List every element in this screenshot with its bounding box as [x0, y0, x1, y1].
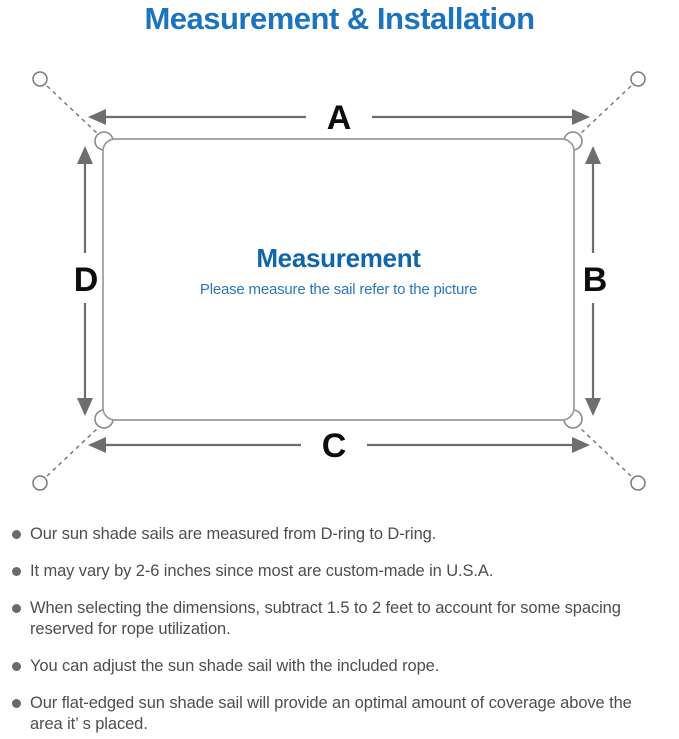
sail-outline — [102, 138, 575, 421]
bullet-icon — [12, 604, 21, 613]
tether-line-top-right — [578, 85, 632, 136]
measurement-subtitle: Please measure the sail refer to the pic… — [199, 281, 478, 298]
dimension-label-a: A — [327, 99, 352, 137]
arrowhead-up-icon — [77, 146, 93, 164]
bullet-icon — [12, 699, 21, 708]
tether-line-bottom-left — [46, 426, 100, 477]
tether-line-top-left — [46, 85, 100, 136]
tether-line-bottom-right — [578, 426, 632, 477]
anchor-point-icon-top-left — [32, 71, 48, 87]
note-text: You can adjust the sun shade sail with t… — [30, 657, 440, 675]
arrowhead-down-icon — [585, 398, 601, 416]
sail-center-text: Measurement Please measure the sail refe… — [103, 243, 574, 298]
note-item: When selecting the dimensions, subtract … — [12, 598, 662, 640]
anchor-point-icon-top-right — [630, 71, 646, 87]
anchor-point-icon-bottom-left — [32, 475, 48, 491]
note-item: It may vary by 2-6 inches since most are… — [12, 561, 662, 582]
dimension-arrow-a — [88, 109, 590, 125]
anchor-point-icon-bottom-right — [630, 475, 646, 491]
note-text: It may vary by 2-6 inches since most are… — [30, 562, 494, 580]
note-item: Our sun shade sails are measured from D-… — [12, 524, 662, 545]
dimension-arrow-b — [585, 146, 601, 416]
arrowhead-left-icon — [88, 109, 106, 125]
notes-list: Our sun shade sails are measured from D-… — [12, 524, 662, 739]
bullet-icon — [12, 530, 21, 539]
arrowhead-up-icon — [585, 146, 601, 164]
dimension-label-b: B — [583, 261, 608, 299]
dimension-arrow-d — [77, 146, 93, 416]
note-text: When selecting the dimensions, subtract … — [30, 599, 621, 638]
dimension-label-c: C — [322, 427, 347, 465]
dimension-arrow-c — [88, 437, 590, 453]
dimension-label-d: D — [74, 261, 99, 299]
arrowhead-left-icon — [88, 437, 106, 453]
bullet-icon — [12, 662, 21, 671]
bullet-icon — [12, 567, 21, 576]
page-title: Measurement & Installation — [144, 1, 535, 36]
arrowhead-down-icon — [77, 398, 93, 416]
measurement-heading: Measurement — [256, 243, 421, 273]
note-item: Our flat-edged sun shade sail will provi… — [12, 693, 662, 735]
sail-measurement-diagram: A C D B — [32, 71, 646, 491]
arrowhead-right-icon — [572, 109, 590, 125]
arrowhead-right-icon — [572, 437, 590, 453]
note-text: Our sun shade sails are measured from D-… — [30, 525, 437, 543]
note-item: You can adjust the sun shade sail with t… — [12, 656, 662, 677]
note-text: Our flat-edged sun shade sail will provi… — [30, 694, 632, 733]
